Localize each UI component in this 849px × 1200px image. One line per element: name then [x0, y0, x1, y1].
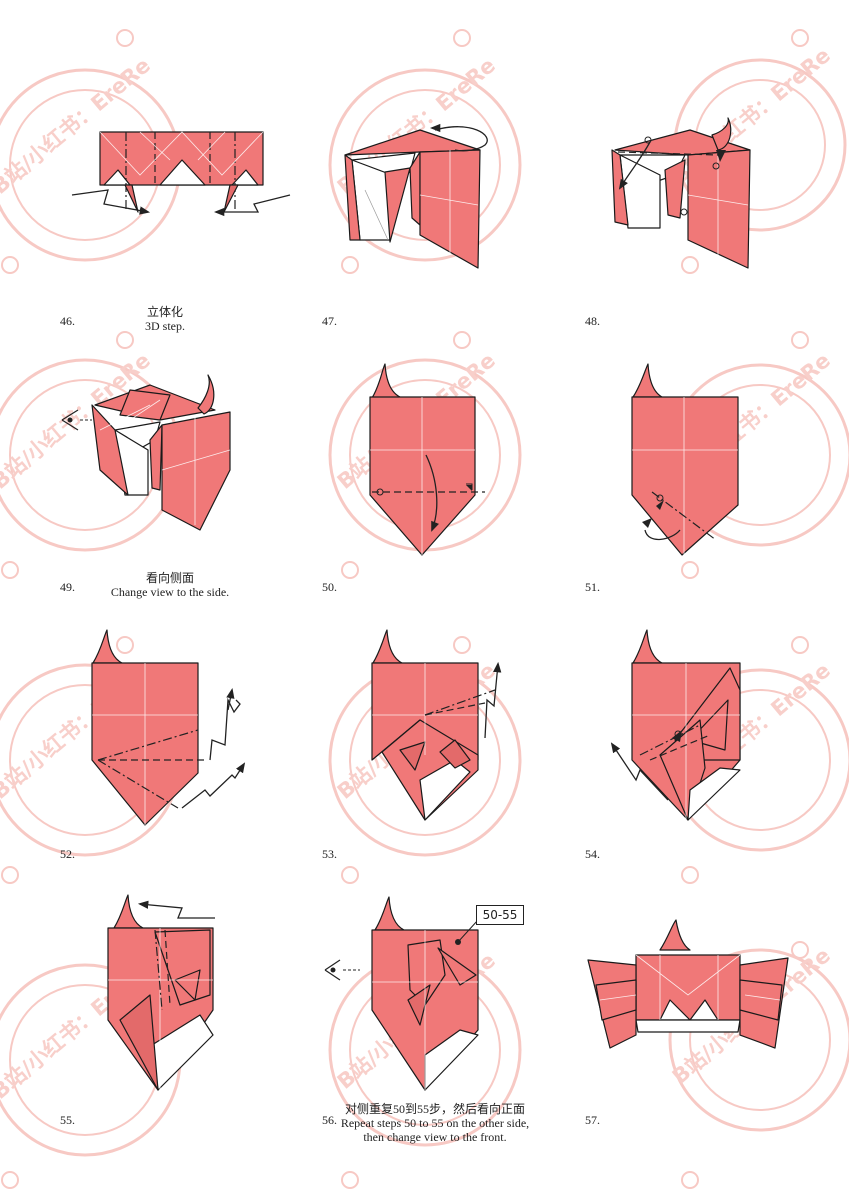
step-55-diagram [107, 894, 215, 1091]
step-number: 51. [585, 580, 600, 594]
caption-en-line-2: then change view to the front. [363, 1130, 507, 1144]
step-number: 52. [60, 847, 75, 861]
step-57-diagram [587, 919, 789, 1049]
step-number: 46. [60, 314, 75, 328]
step-number: 50. [322, 580, 337, 594]
step-47-diagram [344, 123, 488, 269]
step-number: 57. [585, 1113, 600, 1127]
step-56-caption: 对侧重复50到55步，然后看向正面 Repeat steps 50 to 55 … [330, 1102, 540, 1144]
step-number: 54. [585, 847, 600, 861]
step-number: 47. [322, 314, 337, 328]
step-51-diagram [631, 363, 739, 556]
step-52-diagram [91, 629, 246, 826]
watermark-dots [1, 29, 809, 1189]
step-54-diagram [610, 629, 741, 821]
repeat-steps-badge: 50-55 [476, 905, 524, 925]
caption-en: Repeat steps 50 to 55 on the other side, [340, 1116, 530, 1130]
step-number: 56. [322, 1113, 337, 1127]
step-48-diagram [611, 117, 751, 269]
step-number: 48. [585, 314, 600, 328]
eye-icon [324, 959, 360, 981]
step-number: 55. [60, 1113, 75, 1127]
step-56-diagram [324, 896, 479, 1091]
eye-icon [61, 409, 92, 431]
step-49-caption: 看向侧面 Change view to the side. [100, 571, 240, 599]
step-49-diagram [61, 374, 231, 531]
caption-zh: 对侧重复50到55步，然后看向正面 [344, 1102, 525, 1116]
caption-zh: 看向侧面 [145, 571, 194, 585]
step-number: 53. [322, 847, 337, 861]
step-50-diagram [369, 363, 485, 556]
caption-en: 3D step. [145, 319, 185, 333]
step-46-caption: 立体化 3D step. [120, 305, 210, 333]
caption-en: Change view to the side. [110, 585, 230, 599]
step-46-diagram [71, 131, 291, 217]
step-53-diagram [371, 629, 502, 821]
caption-zh: 立体化 [146, 305, 183, 319]
step-number: 49. [60, 580, 75, 594]
